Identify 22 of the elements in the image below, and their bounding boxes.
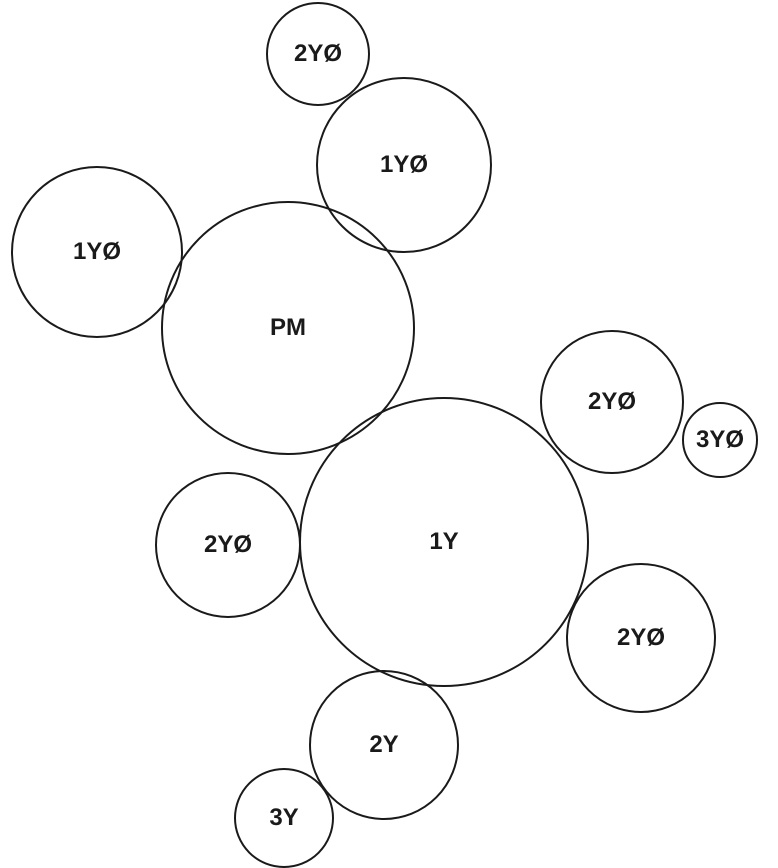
circle bbox=[266, 2, 370, 106]
circle bbox=[682, 402, 758, 478]
circle bbox=[155, 472, 301, 618]
circle bbox=[11, 166, 183, 338]
circle-label: 1YØ bbox=[72, 238, 122, 266]
circle bbox=[540, 330, 684, 474]
circle bbox=[566, 563, 716, 713]
circle-label: 3Y bbox=[269, 804, 299, 832]
circle bbox=[234, 768, 334, 868]
circle bbox=[316, 77, 492, 253]
circle-label: 1Y bbox=[429, 528, 459, 556]
circle-label: 1YØ bbox=[380, 151, 428, 179]
circle-label: PM bbox=[270, 314, 306, 342]
circle bbox=[299, 397, 589, 687]
circle bbox=[309, 670, 459, 820]
circle-label: 3YØ bbox=[696, 426, 744, 454]
circle-label: 2YØ bbox=[616, 624, 666, 652]
circle-label: 2YØ bbox=[204, 531, 252, 559]
circle bbox=[161, 201, 415, 455]
circle-label: 2YØ bbox=[294, 40, 342, 68]
circle-label: 2YØ bbox=[588, 388, 636, 416]
circle-label: 2Y bbox=[369, 731, 399, 759]
